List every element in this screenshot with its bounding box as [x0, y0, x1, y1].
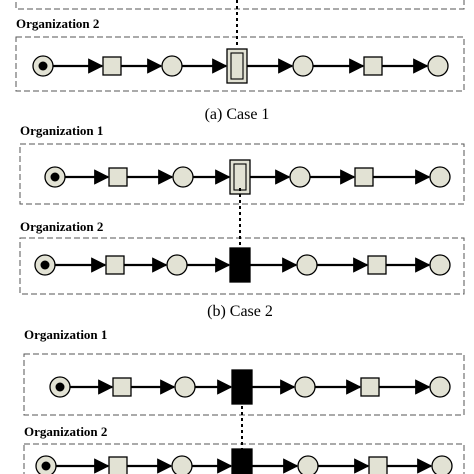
place — [166, 254, 188, 276]
place — [429, 254, 451, 276]
place — [172, 166, 194, 188]
case1-org1-box — [15, 0, 465, 10]
case2-org1-net — [44, 159, 451, 195]
place — [431, 455, 453, 474]
token — [38, 61, 48, 71]
transition — [363, 56, 383, 76]
case3-org2-net — [35, 448, 453, 474]
case2-org2-net — [34, 247, 451, 283]
blocked-transition — [229, 247, 251, 283]
place — [429, 376, 451, 398]
case3-org1-box — [23, 353, 465, 416]
place — [161, 55, 183, 77]
case2-org1-label: Organization 1 — [20, 123, 103, 138]
case3-org2-label: Organization 2 — [24, 424, 107, 439]
transition — [368, 456, 388, 474]
case1-org2-net — [32, 48, 449, 84]
place — [292, 55, 314, 77]
transition — [360, 377, 380, 397]
case3-org1-net — [49, 369, 451, 405]
place — [294, 376, 316, 398]
blocked-transition — [231, 448, 253, 474]
case2-group: Organization 1 Organization 2 (b) Case 2 — [19, 123, 465, 320]
transition — [108, 167, 128, 187]
case1-org2-label: Organization 2 — [16, 16, 99, 31]
place — [171, 455, 193, 474]
case1-caption: (a) Case 1 — [205, 106, 270, 123]
case1-org2-box — [15, 36, 465, 92]
transition — [367, 255, 387, 275]
case3-group: Organization 1 Organization 2 — [23, 327, 465, 474]
place — [429, 166, 451, 188]
token — [55, 382, 65, 392]
transition — [108, 456, 128, 474]
sync-transition-inner — [230, 52, 244, 80]
blocked-transition — [231, 369, 253, 405]
place — [297, 455, 319, 474]
transition — [102, 56, 122, 76]
token — [50, 172, 60, 182]
token — [40, 260, 50, 270]
token — [41, 461, 51, 471]
sync-transition-inner — [233, 163, 247, 191]
case2-org1-box — [19, 143, 465, 205]
place — [427, 55, 449, 77]
place — [289, 166, 311, 188]
transition — [105, 255, 125, 275]
place — [296, 254, 318, 276]
transition — [112, 377, 132, 397]
place — [174, 376, 196, 398]
case1-group: Organization 2 (a) Case 1 — [15, 0, 465, 123]
transition — [354, 167, 374, 187]
case2-org2-box — [19, 237, 465, 295]
case3-org2-box — [23, 443, 465, 474]
case3-org1-label: Organization 1 — [24, 327, 107, 342]
case2-caption: (b) Case 2 — [207, 303, 273, 320]
case2-org2-label: Organization 2 — [20, 219, 103, 234]
